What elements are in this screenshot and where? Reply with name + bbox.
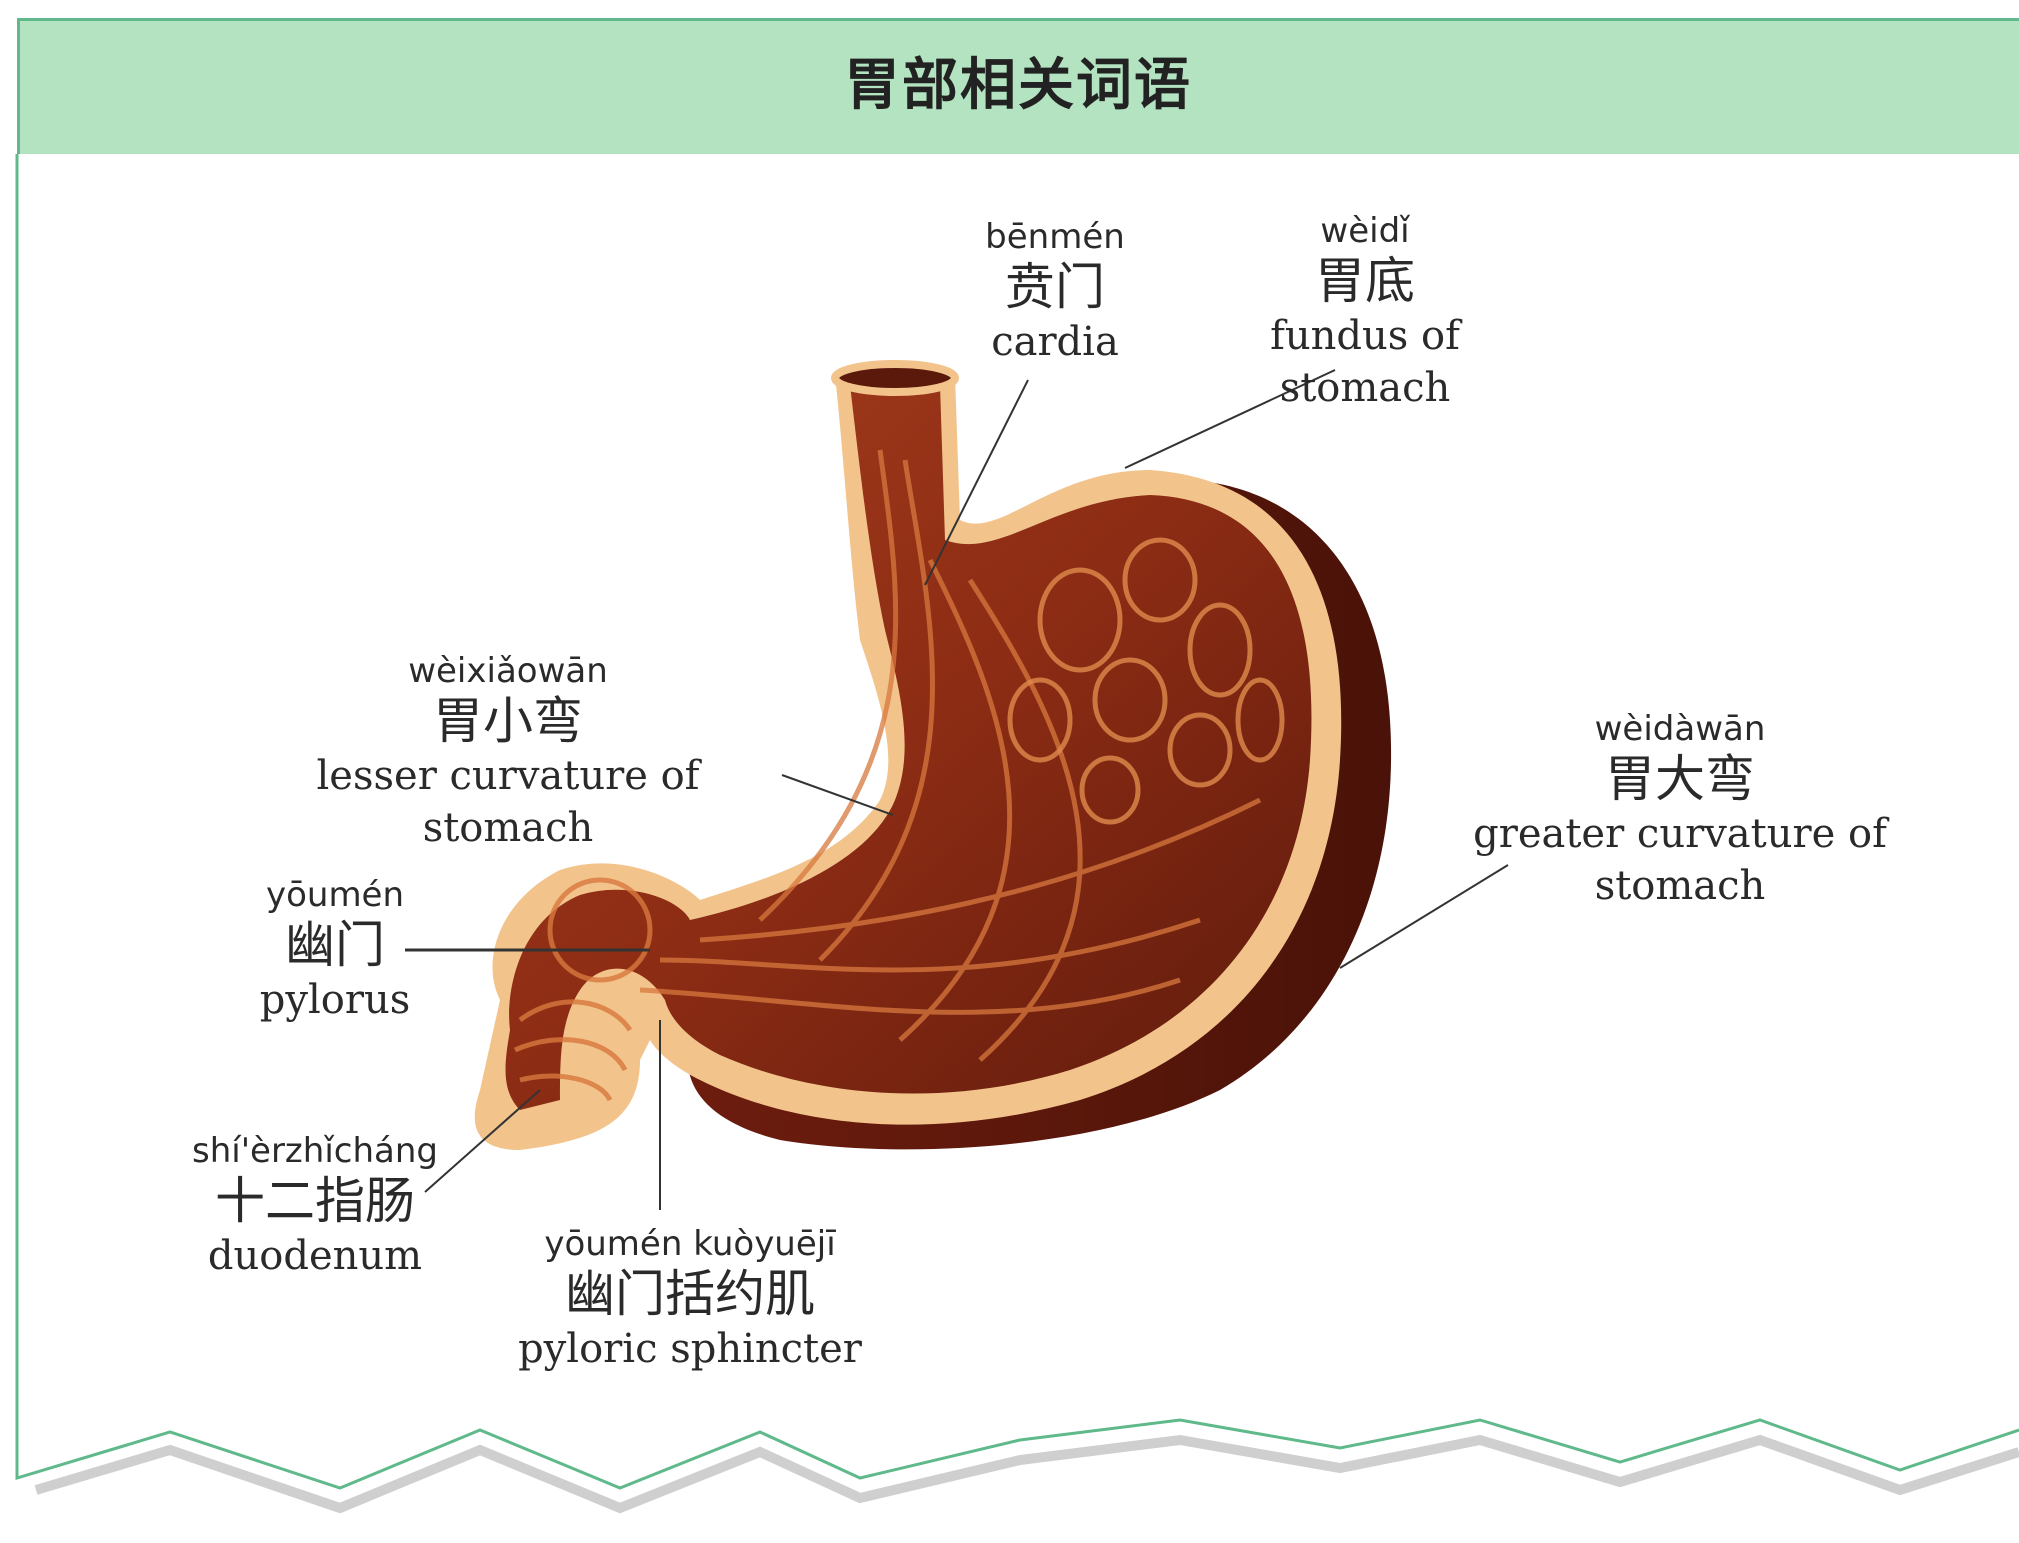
pyloric-sphincter-pinyin: yōumén kuòyuējī xyxy=(505,1223,875,1265)
lesser-curvature-chinese: 胃小弯 xyxy=(238,692,778,750)
pylorus-pinyin: yōumén xyxy=(240,874,430,916)
label-pylorus: yōumén 幽门 pylorus xyxy=(240,874,430,1026)
fundus-pinyin: wèidǐ xyxy=(1180,210,1550,252)
label-lesser-curvature: wèixiǎowān 胃小弯 lesser curvature of stoma… xyxy=(238,650,778,854)
lesser-curvature-english: lesser curvature of stomach xyxy=(238,750,778,854)
fundus-chinese: 胃底 xyxy=(1180,252,1550,310)
duodenum-chinese: 十二指肠 xyxy=(160,1172,470,1230)
duodenum-english: duodenum xyxy=(160,1230,470,1282)
pyloric-sphincter-english: pyloric sphincter xyxy=(505,1323,875,1375)
lesser-curvature-pinyin: wèixiǎowān xyxy=(238,650,778,692)
pylorus-english: pylorus xyxy=(240,974,430,1026)
label-pyloric-sphincter: yōumén kuòyuējī 幽门括约肌 pyloric sphincter xyxy=(505,1223,875,1375)
greater-curvature-chinese: 胃大弯 xyxy=(1400,750,1960,808)
pylorus-chinese: 幽门 xyxy=(240,916,430,974)
lesser-curvature-leader xyxy=(782,775,893,815)
label-cardia: bēnmén 贲门 cardia xyxy=(960,216,1150,368)
pyloric-sphincter-chinese: 幽门括约肌 xyxy=(505,1265,875,1323)
greater-curvature-english: greater curvature of stomach xyxy=(1400,808,1960,912)
cardia-english: cardia xyxy=(960,316,1150,368)
card-shadow xyxy=(36,1440,2019,1508)
cardia-chinese: 贲门 xyxy=(960,258,1150,316)
fundus-english: fundus of stomach xyxy=(1180,310,1550,414)
greater-curvature-pinyin: wèidàwān xyxy=(1400,708,1960,750)
esophagus-opening xyxy=(835,364,955,392)
label-fundus: wèidǐ 胃底 fundus of stomach xyxy=(1180,210,1550,414)
duodenum-pinyin: shí'èrzhǐcháng xyxy=(160,1130,470,1172)
label-duodenum: shí'èrzhǐcháng 十二指肠 duodenum xyxy=(160,1130,470,1282)
label-greater-curvature: wèidàwān 胃大弯 greater curvature of stomac… xyxy=(1400,708,1960,912)
cardia-pinyin: bēnmén xyxy=(960,216,1150,258)
